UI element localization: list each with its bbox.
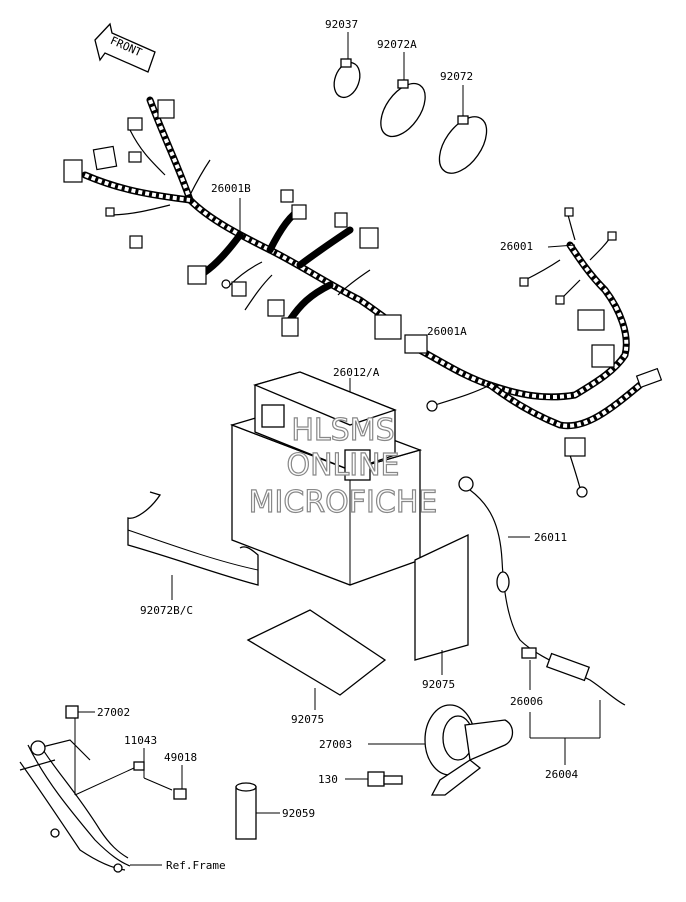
tube-92059: [235, 782, 280, 840]
label-26011: 26011: [534, 531, 567, 544]
bolt-130: [345, 771, 403, 787]
label-26001B: 26001B: [211, 182, 251, 195]
main-harness-26001B: [63, 96, 402, 340]
front-arrow: FRONT: [94, 22, 156, 73]
frame-reference: [19, 705, 187, 873]
label-26006: 26006: [510, 695, 543, 708]
label-130: 130: [318, 773, 338, 786]
cable-tie-92072: [438, 85, 488, 174]
watermark-line3: MICROFICHE: [249, 485, 438, 520]
battery-pad-92075-right: [414, 533, 469, 675]
cable-tie-92072A: [380, 52, 426, 138]
label-26001A: 26001A: [427, 325, 467, 338]
label-92075-left: 92075: [291, 713, 324, 726]
label-26004: 26004: [545, 768, 578, 781]
label-92059: 92059: [282, 807, 315, 820]
label-26012A: 26012/A: [333, 366, 380, 379]
label-92075-right: 92075: [422, 678, 455, 691]
watermark-line2: ONLINE: [286, 448, 399, 483]
harness-26001A: [404, 207, 663, 498]
label-92072A: 92072A: [377, 38, 417, 51]
label-92072BC: 92072B/C: [140, 604, 193, 617]
label-26001: 26001: [500, 240, 533, 253]
watermark: HLSMS ONLINE MICROFICHE: [248, 412, 438, 520]
label-11043: 11043: [124, 734, 157, 747]
label-27003: 27003: [319, 738, 352, 751]
battery-pad-92075-left: [246, 609, 387, 710]
battery-strap-92072BC: [127, 491, 259, 600]
watermark-line1: HLSMS: [291, 413, 394, 448]
label-27002: 27002: [97, 706, 130, 719]
horn-27003: [368, 704, 514, 796]
battery-cable-26011: [458, 476, 626, 765]
battery-26012A: [229, 371, 423, 586]
label-92037: 92037: [325, 18, 358, 31]
cable-tie-92037: [333, 32, 361, 99]
label-ref-frame: Ref.Frame: [166, 859, 226, 872]
label-92072: 92072: [440, 70, 473, 83]
label-49018: 49018: [164, 751, 197, 764]
